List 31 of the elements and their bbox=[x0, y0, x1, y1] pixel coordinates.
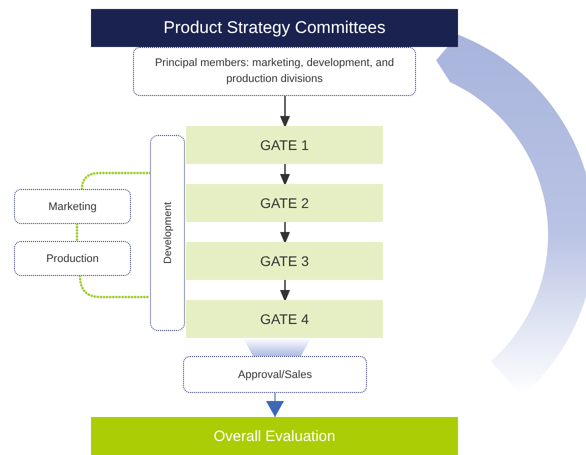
arrow bbox=[266, 392, 284, 418]
gate-label: GATE 3 bbox=[260, 253, 309, 269]
arrow bbox=[280, 280, 290, 302]
footer-label: Overall Evaluation bbox=[214, 428, 336, 444]
dotted-connector bbox=[76, 222, 78, 242]
gate-band bbox=[186, 242, 383, 280]
box-label: Principal members: marketing, development, and production divisions bbox=[154, 56, 396, 86]
dotted-box bbox=[133, 47, 416, 96]
gate-band bbox=[186, 184, 383, 222]
dotted-connector bbox=[78, 274, 152, 298]
gate-label: GATE 1 bbox=[260, 137, 309, 153]
header-band bbox=[91, 9, 458, 47]
funnel-connector bbox=[243, 338, 311, 356]
dotted-connector bbox=[80, 172, 152, 190]
arrow bbox=[280, 96, 290, 128]
gate-label: GATE 4 bbox=[260, 311, 309, 327]
footer-band bbox=[91, 417, 458, 455]
dotted-box bbox=[14, 241, 131, 276]
box-label: Approval/Sales bbox=[238, 368, 312, 380]
arrow bbox=[280, 222, 290, 244]
gate-band bbox=[186, 300, 383, 338]
vertical-dotted-box bbox=[150, 135, 185, 331]
box-label: Production bbox=[46, 252, 99, 264]
arrow bbox=[280, 164, 290, 186]
dotted-box bbox=[14, 189, 131, 224]
vertical-label: Development bbox=[162, 202, 174, 264]
gate-band bbox=[186, 126, 383, 164]
gate-label: GATE 2 bbox=[260, 195, 309, 211]
dotted-box bbox=[183, 356, 367, 393]
box-label: Marketing bbox=[48, 200, 97, 212]
heading: Product Strategy Committees bbox=[163, 18, 386, 38]
